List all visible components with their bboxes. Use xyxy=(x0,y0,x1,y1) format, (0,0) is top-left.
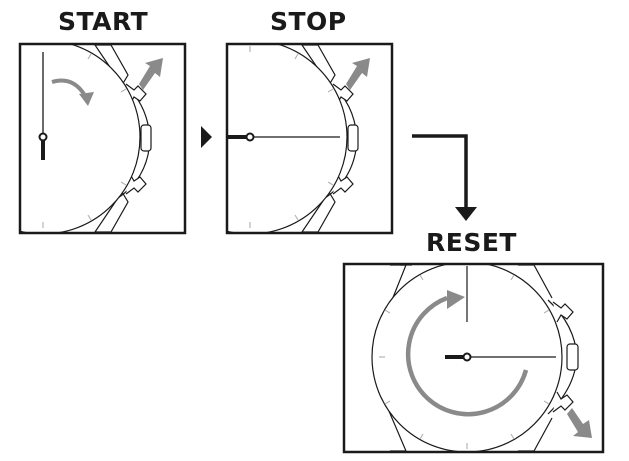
triangle-right-icon xyxy=(201,126,212,148)
chrono-hand xyxy=(38,52,48,160)
watch-dial xyxy=(228,45,348,232)
bottom-pusher xyxy=(552,391,574,413)
chrono-hand xyxy=(445,352,556,362)
stop-frame xyxy=(225,42,394,235)
dial-ticks xyxy=(379,274,550,449)
press-arrow-icon xyxy=(346,58,370,90)
start-panel xyxy=(18,42,187,235)
elbow-arrow-down-icon xyxy=(412,134,477,221)
chrono-hand xyxy=(228,132,340,142)
stop-panel xyxy=(225,42,394,235)
stop-label: STOP xyxy=(270,7,347,36)
start-frame xyxy=(18,42,187,235)
press-arrow-icon xyxy=(567,408,592,438)
curved-arrow-icon xyxy=(405,290,529,417)
crown xyxy=(347,124,359,152)
start-label: START xyxy=(58,7,149,36)
press-arrow-icon xyxy=(139,58,163,90)
top-pusher xyxy=(552,301,574,323)
reset-panel xyxy=(342,262,605,454)
reset-frame xyxy=(342,262,605,454)
dial-ticks xyxy=(42,53,127,228)
crown xyxy=(140,124,152,152)
curved-arrow-icon xyxy=(51,78,94,106)
watch-dial xyxy=(21,45,141,232)
reset-label: RESET xyxy=(426,228,517,257)
dial-ticks xyxy=(249,46,334,228)
crown xyxy=(566,343,579,371)
